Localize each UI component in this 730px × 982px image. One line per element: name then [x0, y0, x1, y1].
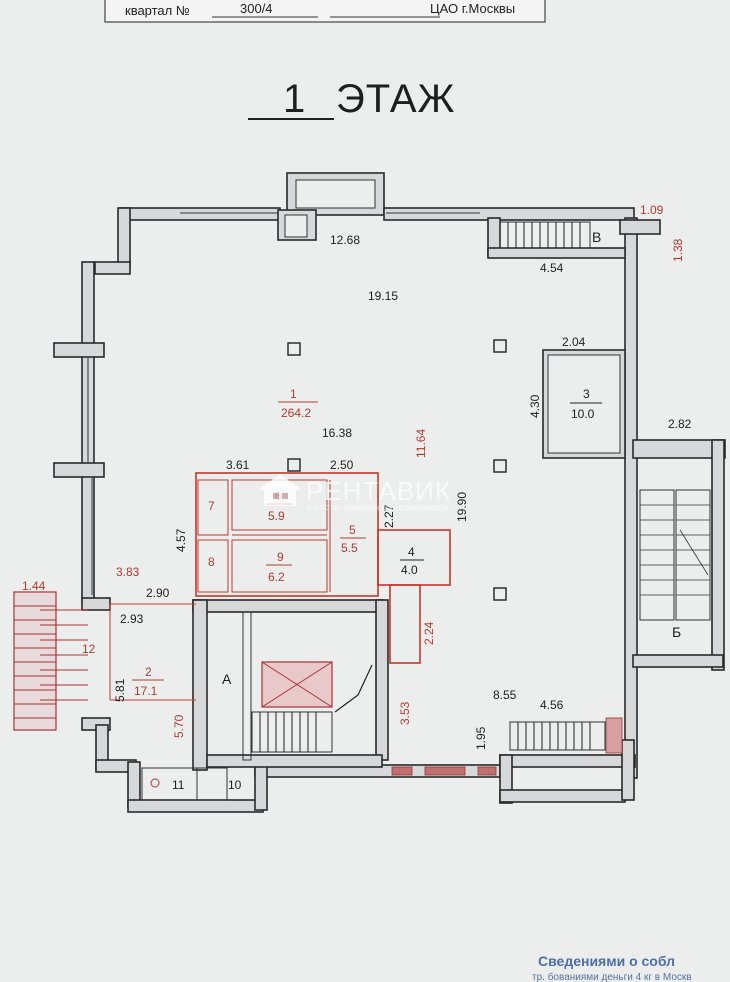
dimension-labels: 12.68 19.15 16.38 11.64 19.90 4.54 1.09 …: [22, 203, 692, 750]
dim-1-09: 1.09: [640, 203, 664, 217]
stair-bottom-right: [509, 717, 623, 754]
dim-19-90: 19.90: [455, 492, 469, 522]
dim-3-61: 3.61: [226, 458, 250, 472]
dim-4-56: 4.56: [540, 698, 564, 712]
stair-b-label: Б: [672, 624, 681, 640]
stair-v-label: В: [592, 229, 601, 245]
stair-b-block: Б: [632, 439, 726, 671]
dim-1-44: 1.44: [22, 579, 46, 593]
red-partitions: [109, 472, 451, 701]
entrance-stairs: [13, 591, 88, 731]
room-10-num: 10: [228, 778, 242, 792]
room-3-box: 3 10.0: [542, 349, 626, 459]
dim-1-38: 1.38: [671, 238, 685, 262]
dim-1-95: 1.95: [474, 726, 488, 750]
header-block: квартал № 300/4 ЦАО г.Москвы: [104, 0, 546, 23]
dim-2-93: 2.93: [120, 612, 144, 626]
dim-4-57: 4.57: [174, 528, 188, 552]
dim-2-50: 2.50: [330, 458, 354, 472]
room-12-num: 12: [82, 642, 96, 656]
wc-rooms: [141, 767, 228, 801]
dim-5-70: 5.70: [172, 714, 186, 738]
watermark-tagline: АГЕНТСТВО КОММЕРЧЕСКОЙ НЕДВИЖИМОСТИ: [306, 504, 448, 512]
dim-4-30: 4.30: [528, 394, 542, 418]
dim-16-38: 16.38: [322, 426, 352, 440]
core-a: А: [192, 599, 389, 771]
kvartal-label: квартал №: [125, 3, 190, 18]
dim-3-83: 3.83: [116, 565, 140, 579]
footer-line-1: Сведениями о собл: [538, 953, 675, 969]
room-4-area: 4.0: [401, 563, 418, 577]
room-1-area: 264.2: [281, 406, 311, 420]
house-logo-icon: [258, 474, 302, 506]
room-2-area: 17.1: [134, 684, 158, 698]
dim-2-24: 2.24: [422, 621, 436, 645]
watermark-brand: РЕНТАВИК: [306, 476, 451, 506]
room-8-num: 8: [208, 555, 215, 569]
dim-8-55: 8.55: [493, 688, 517, 702]
dim-2-90: 2.90: [146, 586, 170, 600]
room-5-area: 5.5: [341, 541, 358, 555]
room-9-area: 6.2: [268, 570, 285, 584]
stair-a-label: А: [222, 671, 232, 687]
dim-12-68: 12.68: [330, 233, 360, 247]
footer-line-2: тр. бованиями деньги 4 кг в Москв: [532, 971, 692, 982]
room-7-num: 7: [208, 499, 215, 513]
footer-note: Сведениями о собл тр. бованиями деньги 4…: [532, 953, 692, 982]
room-2-num: 2: [145, 665, 152, 679]
kvartal-value: 300/4: [240, 1, 273, 16]
floor-word: ЭТАЖ: [336, 77, 455, 121]
columns: [287, 339, 507, 601]
room-6-area: 5.9: [268, 509, 285, 523]
floor-title: 1 ЭТАЖ: [248, 77, 455, 121]
exterior-walls: [53, 172, 661, 813]
room-9-num: 9: [277, 550, 284, 564]
dim-3-53: 3.53: [398, 701, 412, 725]
dim-19-15: 19.15: [368, 289, 398, 303]
dim-2-04: 2.04: [562, 335, 586, 349]
district-text: ЦАО г.Москвы: [430, 1, 515, 16]
floor-number: 1: [283, 77, 306, 121]
room-3-area: 10.0: [571, 407, 595, 421]
watermark: РЕНТАВИК АГЕНТСТВО КОММЕРЧЕСКОЙ НЕДВИЖИМ…: [258, 474, 451, 512]
room-4-num: 4: [408, 545, 415, 559]
dim-2-82: 2.82: [668, 417, 692, 431]
room-1-num: 1: [290, 387, 297, 401]
room-11-num: 11: [172, 778, 185, 792]
room-3-num: 3: [583, 387, 590, 401]
dim-5-81: 5.81: [113, 678, 127, 702]
dim-11-64: 11.64: [414, 429, 428, 458]
dim-4-54: 4.54: [540, 261, 564, 275]
dim-2-27: 2.27: [382, 504, 396, 528]
room-5-num: 5: [349, 523, 356, 537]
stair-v-block: В: [487, 217, 626, 259]
